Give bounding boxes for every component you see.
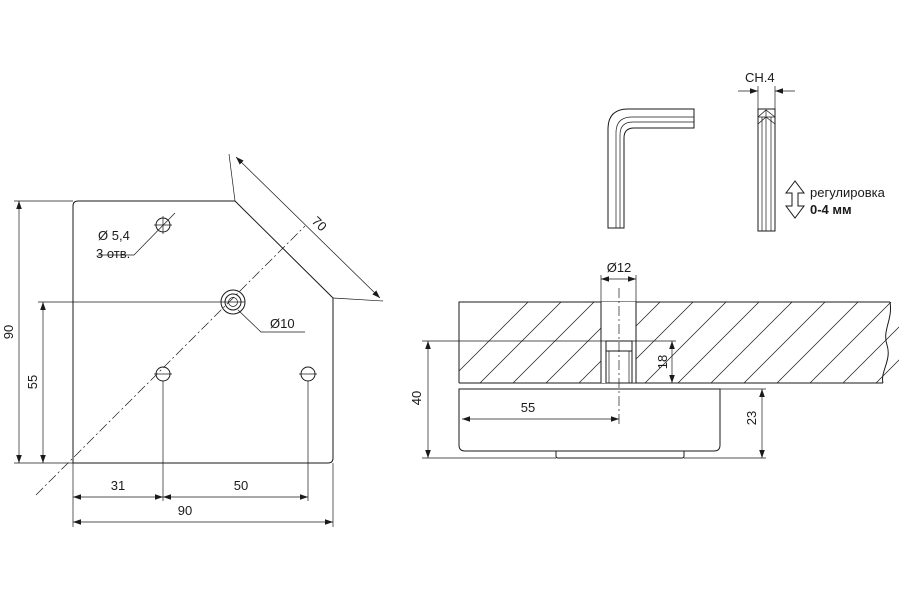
dim-base-height-value: 23 <box>744 411 759 425</box>
bore <box>601 302 636 383</box>
hex-key-tool: СН.4 регулировка 0-4 мм <box>607 70 886 232</box>
hex-key-icon <box>607 108 695 229</box>
hatch-line <box>776 302 859 383</box>
hatch-line <box>512 302 595 383</box>
section-view: Ø12 18 40 55 23 <box>409 260 899 459</box>
double-arrow-icon <box>785 180 805 219</box>
hatch-line <box>743 302 826 383</box>
center-leader <box>237 309 305 333</box>
dim-offset-value: 55 <box>521 400 535 415</box>
mounting-hole-bottom-left <box>154 366 172 382</box>
hatch-line <box>842 326 899 383</box>
hatch-line <box>677 302 760 383</box>
base-body <box>458 388 721 459</box>
dim-overall-width-value: 90 <box>178 503 192 518</box>
dim-overall-height-value: 90 <box>1 325 16 339</box>
hole-diameter-label: Ø 5,4 <box>98 228 130 243</box>
dim-hole-x-value: 31 <box>111 478 125 493</box>
hatch-line <box>459 302 529 372</box>
countertop-slab <box>458 301 899 384</box>
hole-count-label: 3 отв. <box>96 246 130 261</box>
mounting-hole-bottom-right <box>299 366 317 382</box>
center-adjuster <box>220 289 246 315</box>
dim-thread-depth-value: 18 <box>655 355 670 369</box>
hatch-line <box>809 302 892 383</box>
adjustment-label: регулировка <box>810 185 886 200</box>
dim-hole-spacing-value: 50 <box>234 478 248 493</box>
break-line <box>882 301 892 384</box>
hex-size-label: СН.4 <box>745 70 775 85</box>
dim-center-height-value: 55 <box>25 375 40 389</box>
adjustment-range: 0-4 мм <box>810 202 852 217</box>
diagonal-center-line <box>35 225 306 496</box>
plate-top-view: Ø 5,4 3 отв. Ø10 70 90 55 31 50 90 <box>1 153 384 527</box>
hatch-line <box>479 302 562 383</box>
center-diameter-label: Ø10 <box>270 316 295 331</box>
hatch-line <box>875 359 899 383</box>
hatch-line <box>710 302 793 383</box>
dim-bore-value: Ø12 <box>607 260 632 275</box>
dim-total-height-value: 40 <box>409 391 424 405</box>
hole-leader <box>98 212 176 256</box>
hatch-line <box>644 302 727 383</box>
hex-key-side-icon <box>757 108 776 232</box>
dim-line-diagonal <box>235 156 381 299</box>
plate-outline <box>72 200 334 464</box>
